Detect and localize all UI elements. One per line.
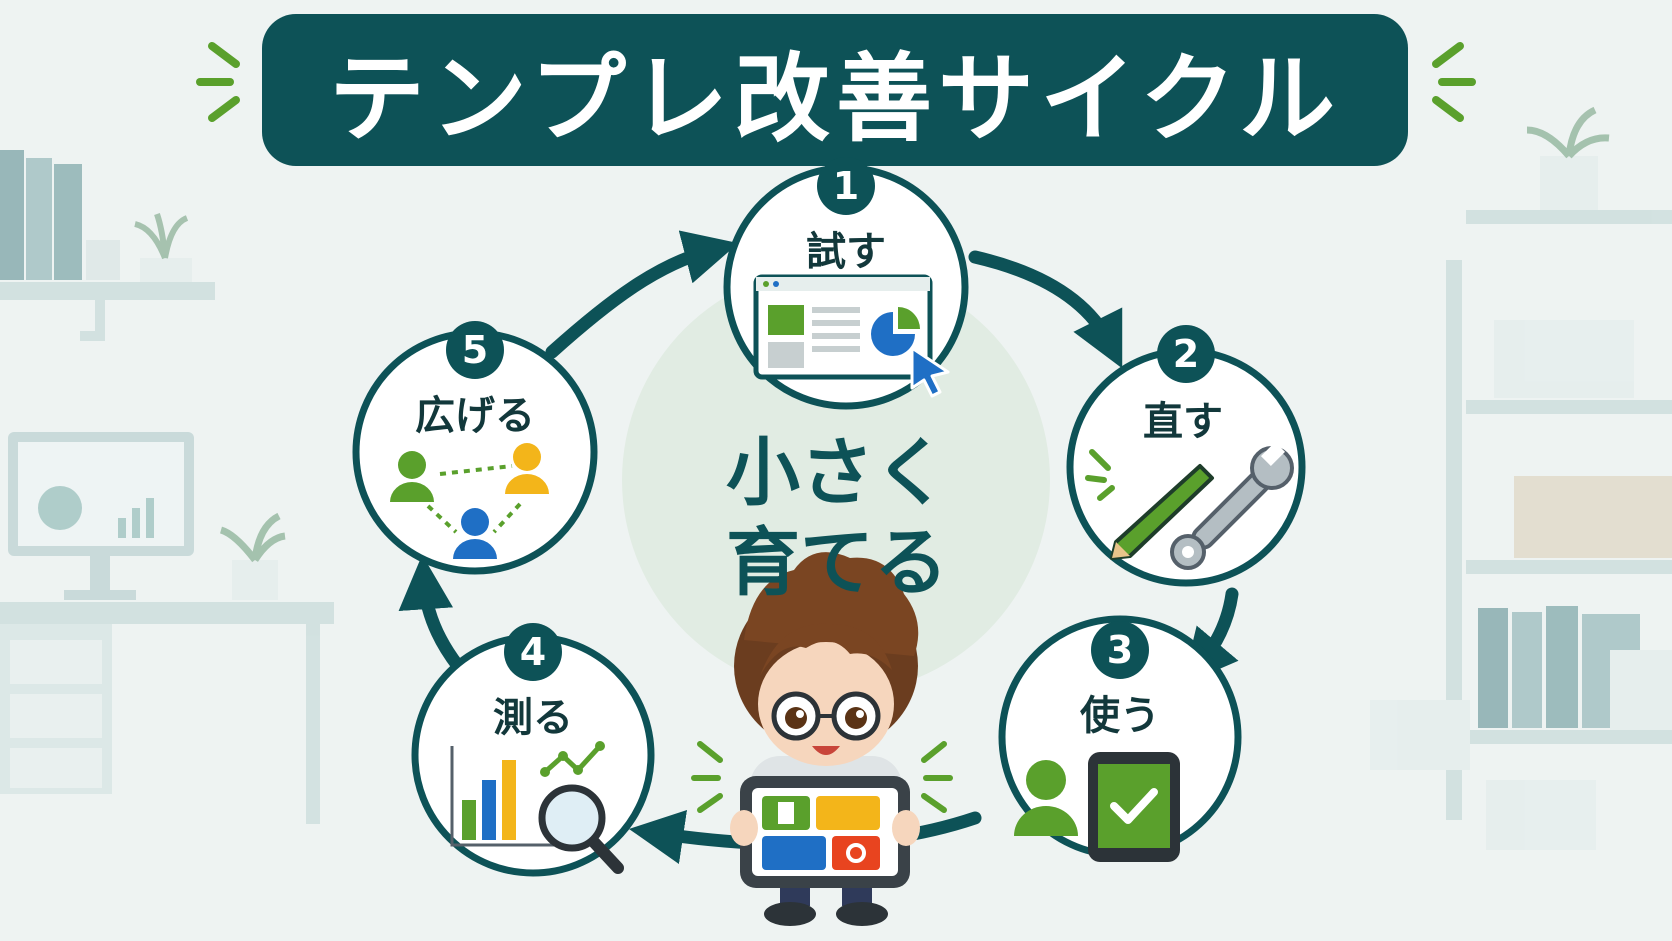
monitor-icon bbox=[8, 432, 194, 600]
user-network-icon bbox=[390, 443, 549, 559]
bar-chart-magnifier-icon bbox=[450, 741, 624, 874]
step-4-node bbox=[411, 633, 655, 877]
step-1-badge: 1 bbox=[817, 157, 875, 215]
arrow-4-to-5 bbox=[398, 554, 465, 673]
title-burst-left-icon bbox=[196, 42, 240, 122]
step-4-label: 測る bbox=[493, 695, 573, 741]
step-1-label: 試す bbox=[806, 229, 886, 275]
mascot-burst-right-icon bbox=[921, 741, 953, 813]
background-office bbox=[0, 106, 1672, 850]
arrow-5-to-1 bbox=[545, 230, 739, 359]
step-1-node bbox=[723, 164, 969, 410]
desk-icon bbox=[0, 602, 334, 824]
arrow-1-to-2 bbox=[968, 250, 1123, 369]
user-tablet-check-icon bbox=[1014, 752, 1180, 862]
mascot-burst-left-icon bbox=[691, 741, 723, 813]
step-4-badge: 4 bbox=[504, 623, 562, 681]
title-banner: テンプレ改善サイクル bbox=[262, 14, 1408, 166]
mascot-character bbox=[691, 552, 953, 926]
desk-plant-icon bbox=[219, 512, 286, 600]
step-2-node bbox=[1066, 347, 1306, 587]
step-3-label: 使う bbox=[1080, 693, 1160, 739]
dashboard-window-icon bbox=[753, 274, 950, 398]
step-5-label: 広げる bbox=[415, 393, 535, 439]
left-shelf-icon bbox=[0, 150, 215, 341]
right-shelving-icon bbox=[1370, 106, 1672, 850]
center-message-line-1: 小さく bbox=[726, 430, 948, 516]
step-5-node bbox=[352, 329, 598, 575]
step-3-node bbox=[998, 615, 1242, 862]
step-5-badge: 5 bbox=[446, 321, 504, 379]
center-message-line-2: 育てる bbox=[726, 520, 948, 606]
center-message: 小さく 育てる bbox=[692, 428, 982, 608]
pencil-wrench-icon bbox=[1085, 441, 1294, 570]
step-2-label: 直す bbox=[1143, 399, 1223, 445]
page-title: テンプレ改善サイクル bbox=[328, 42, 1342, 155]
step-3-badge: 3 bbox=[1091, 621, 1149, 679]
step-2-badge: 2 bbox=[1157, 325, 1215, 383]
title-burst-right-icon bbox=[1432, 42, 1476, 122]
